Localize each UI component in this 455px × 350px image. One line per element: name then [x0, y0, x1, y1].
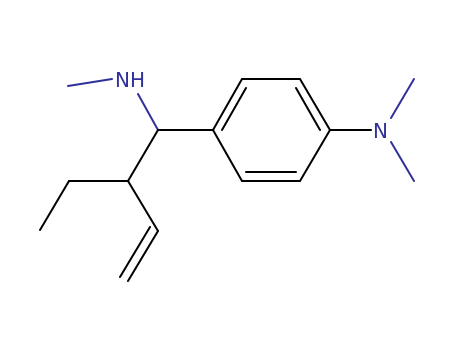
ring-inner-bond-b — [295, 87, 321, 131]
bond-ch-vinyl — [127, 180, 159, 232]
bond-ch-ch — [127, 129, 159, 182]
bond-ethyl-ch3 — [39, 180, 70, 231]
bond-nh-ch — [137, 93, 159, 131]
atom-label-nh: NH — [115, 68, 145, 92]
bond-n-methyl-down — [390, 141, 415, 182]
bond-n-methyl-up — [390, 78, 415, 119]
bond-lines — [39, 78, 415, 282]
bond-vinyl-double-a — [127, 230, 159, 282]
atom-labels: NH N — [115, 68, 388, 143]
bond-vinyl-double-b — [119, 226, 151, 278]
atom-label-n: N — [373, 119, 388, 143]
ring-bond-6 — [212, 129, 243, 182]
ring-bond-1 — [212, 78, 243, 131]
ring-inner-bond-a — [221, 87, 247, 131]
bond-methyl-nh — [67, 78, 113, 87]
ring-bond-4 — [299, 129, 331, 182]
ring-bond-3 — [299, 78, 331, 131]
